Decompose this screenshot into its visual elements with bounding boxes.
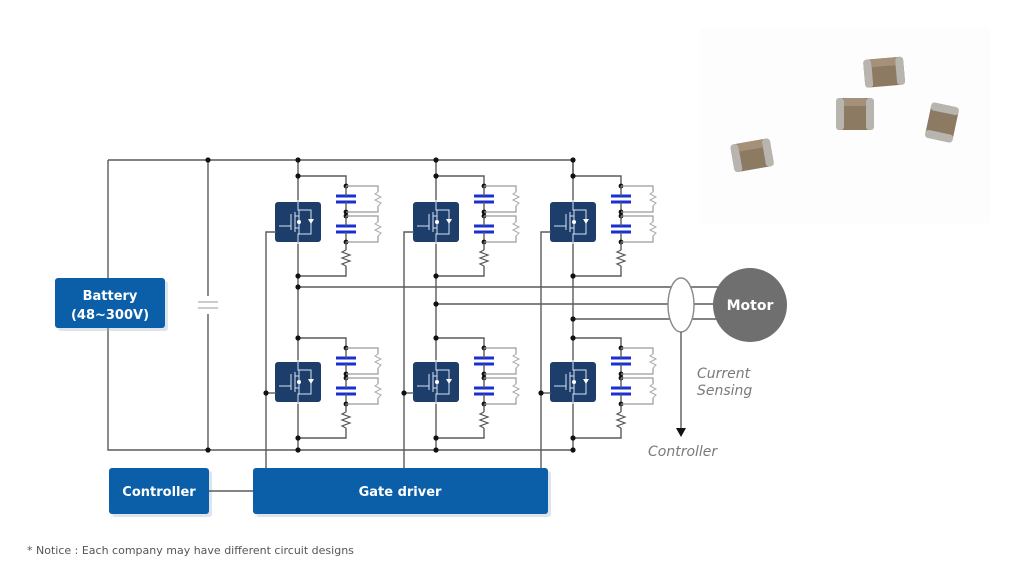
battery-label: Battery [83, 289, 138, 304]
junction-dot [433, 173, 439, 179]
mlcc-chip-4 [925, 102, 959, 143]
junction-dot [570, 173, 576, 179]
junction-dot [570, 273, 576, 279]
junction-dot [433, 435, 439, 441]
junction-dot [433, 335, 439, 341]
battery-box: Battery (48~300V) [55, 278, 168, 331]
junction-dot [433, 447, 439, 453]
current-sensor-icon [667, 277, 695, 333]
controller-box-label: Controller [122, 485, 196, 500]
junction-dot [570, 335, 576, 341]
junction-dot [295, 435, 301, 441]
junction-dot [295, 173, 301, 179]
mlcc-chip-1 [730, 138, 774, 173]
junction-dot [570, 447, 576, 453]
phase-outputs [295, 284, 720, 322]
low-side-mosfet-icon-2 [412, 359, 460, 405]
current-sensing-label-1: Current [697, 366, 751, 382]
junction-dot [295, 335, 301, 341]
junction-dot [570, 435, 576, 441]
mlcc-chip-3 [836, 98, 874, 130]
current-sensing-label-2: Sensing [697, 383, 752, 399]
phase-leg-3 [549, 157, 658, 453]
junction-dot [295, 273, 301, 279]
low-side-mosfet-icon-3 [549, 359, 597, 405]
gate-wires [263, 231, 551, 468]
arrow-down-icon [676, 428, 686, 437]
notice-text: * Notice : Each company may have differe… [27, 544, 354, 557]
high-side-mosfet-icon-3 [549, 199, 597, 245]
mlcc-chip-2 [863, 56, 906, 88]
junction-dot [295, 157, 301, 163]
phase-leg-2 [412, 157, 521, 453]
motor-label: Motor [727, 298, 774, 314]
motor-icon [713, 268, 787, 342]
high-side-mosfet-icon-2 [412, 199, 460, 245]
gate-driver-box: Gate driver [253, 468, 551, 517]
gate-driver-label: Gate driver [359, 485, 442, 500]
controller-box: Controller [109, 468, 212, 517]
junction-dot [433, 273, 439, 279]
battery-voltage: (48~300V) [71, 308, 149, 323]
high-side-mosfet-icon-1 [274, 199, 322, 245]
mlcc-photo [700, 28, 990, 223]
junction-dot [433, 157, 439, 163]
phase-leg-1 [274, 157, 383, 453]
controller-destination-label: Controller [648, 444, 718, 460]
junction-dot [570, 157, 576, 163]
low-side-mosfet-icon-1 [274, 359, 322, 405]
junction-dot [295, 447, 301, 453]
